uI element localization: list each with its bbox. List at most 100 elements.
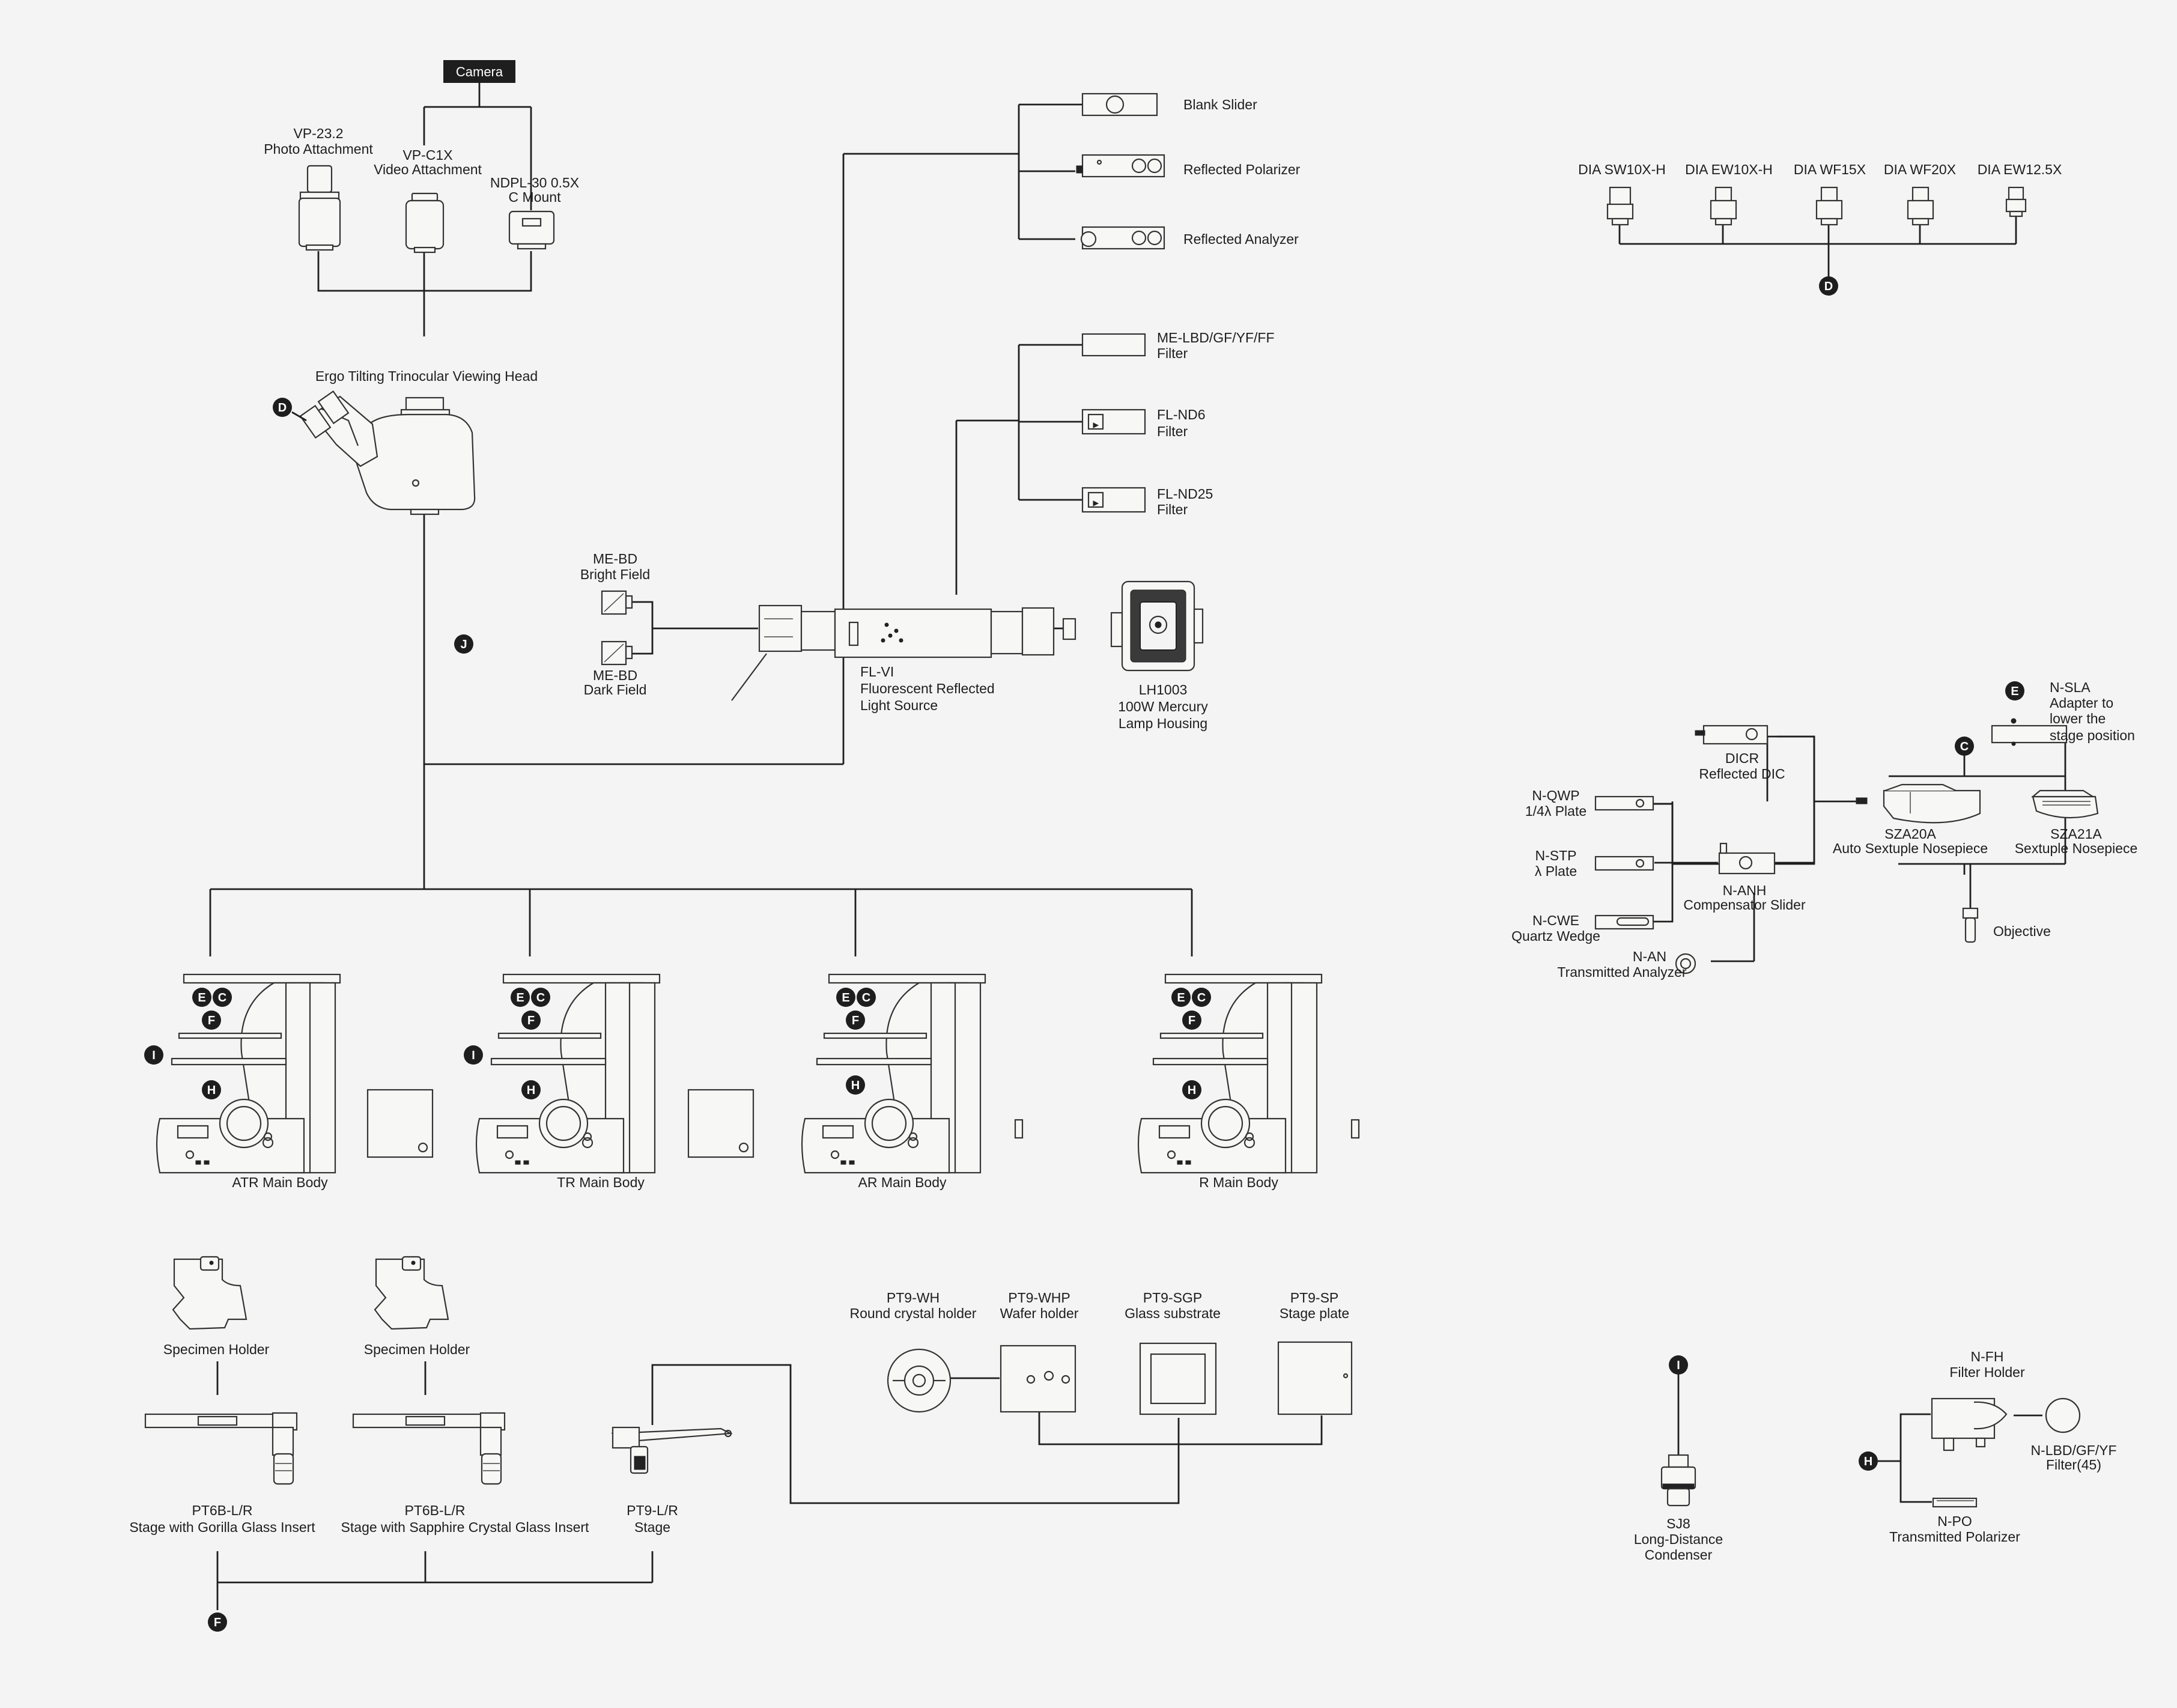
n-sla-desc-2: lower the xyxy=(2050,711,2106,726)
c-mount: NDPL-30 0.5X C Mount xyxy=(490,175,579,250)
pt6b-sapphire-model: PT6B-L/R xyxy=(405,1503,466,1518)
n-stp-model: N-STP xyxy=(1535,848,1577,863)
video-attachment-model: VP-C1X xyxy=(402,147,452,163)
reflected-analyzer-label: Reflected Analyzer xyxy=(1183,231,1299,247)
marker-f-r: F xyxy=(1182,1011,1201,1030)
lamp-housing-model: LH1003 xyxy=(1139,682,1188,697)
bright-field-name: Bright Field xyxy=(580,567,650,582)
svg-text:C: C xyxy=(862,991,870,1004)
pt9-stage-model: PT9-L/R xyxy=(627,1503,678,1518)
dicr-name: Reflected DIC xyxy=(1699,766,1785,782)
n-sla-model: N-SLA xyxy=(2050,679,2090,695)
eyepiece-wf20x: DIA WF20X xyxy=(1884,162,1956,226)
n-cwe-model: N-CWE xyxy=(1532,913,1579,928)
connector-lines xyxy=(209,82,2066,1610)
filter-holder-name: Filter Holder xyxy=(1949,1364,2025,1380)
sza20a-name: Auto Sextuple Nosepiece xyxy=(1833,840,1988,856)
camera-label: Camera xyxy=(456,64,503,79)
pt9-whp-model: PT9-WHP xyxy=(1008,1290,1070,1305)
pt6b-sapphire-name: Stage with Sapphire Crystal Glass Insert xyxy=(341,1519,590,1535)
svg-text:D: D xyxy=(278,401,287,415)
reflected-polarizer-label: Reflected Polarizer xyxy=(1183,162,1301,177)
camera-node: Camera xyxy=(443,60,515,83)
eyepiece-label: DIA WF20X xyxy=(1884,162,1956,177)
eyepiece-label: DIA EW10X-H xyxy=(1685,162,1773,177)
main-body-atr: ATR Main Body xyxy=(156,973,434,1190)
svg-text:C: C xyxy=(1197,991,1206,1004)
photo-attachment-name: Photo Attachment xyxy=(264,141,373,157)
eyepiece-label: DIA WF15X xyxy=(1794,162,1866,177)
me-lbd-filter-name: Filter xyxy=(1157,345,1188,361)
marker-d-head: D xyxy=(273,398,292,417)
svg-text:F: F xyxy=(527,1014,535,1027)
lamp-housing-power: 100W Mercury xyxy=(1118,699,1208,714)
main-body-label: R Main Body xyxy=(1199,1175,1278,1190)
pt9-sp-name: Stage plate xyxy=(1280,1305,1349,1321)
marker-e-sla: E xyxy=(2005,681,2024,701)
dark-field-model: ME-BD xyxy=(593,667,637,683)
pt9-stage-name: Stage xyxy=(634,1519,670,1535)
n-an-name: Transmitted Analyzer xyxy=(1557,964,1687,980)
marker-c-r: C xyxy=(1192,988,1211,1007)
eyepiece-wf15x: DIA WF15X xyxy=(1794,162,1866,226)
svg-text:F: F xyxy=(214,1616,221,1629)
marker-f-atr: F xyxy=(202,1011,221,1030)
c-mount-name: C Mount xyxy=(509,189,562,205)
svg-text:F: F xyxy=(1188,1014,1195,1027)
eyepiece-ew12-5x: DIA EW12.5X xyxy=(1978,162,2062,217)
marker-c-atr: C xyxy=(213,988,232,1007)
eyepiece-row: DIA SW10X-H DIA EW10X-H DIA WF15X DIA WF… xyxy=(1578,162,2062,226)
pt9-stage: PT9-L/R Stage xyxy=(611,1426,733,1535)
sza20a-model: SZA20A xyxy=(1884,826,1936,842)
reflected-analyzer: Reflected Analyzer xyxy=(1080,226,1299,250)
n-sla-desc-3: stage position xyxy=(2050,728,2135,743)
light-source-type: Light Source xyxy=(860,697,938,713)
marker-e-tr: E xyxy=(511,988,530,1007)
eyepiece-ew10x: DIA EW10X-H xyxy=(1685,162,1773,226)
objective-label: Objective xyxy=(1993,923,2051,939)
main-body-label: TR Main Body xyxy=(557,1175,645,1190)
dark-field-name: Dark Field xyxy=(584,682,647,697)
c-mount-model: NDPL-30 0.5X xyxy=(490,175,579,190)
lamp-housing: LH1003 100W Mercury Lamp Housing xyxy=(1062,580,1208,731)
pt9-sp-model: PT9-SP xyxy=(1290,1290,1339,1305)
n-anh-compensator: N-ANH Compensator Slider xyxy=(1683,842,1806,913)
svg-text:I: I xyxy=(472,1049,475,1062)
pt9-wh-holder: PT9-WH Round crystal holder xyxy=(850,1290,977,1413)
n-lbd-filter45: N-LBD/GF/YF Filter(45) xyxy=(2030,1397,2117,1472)
marker-f-stages: F xyxy=(208,1612,227,1632)
pt9-sgp-model: PT9-SGP xyxy=(1143,1290,1202,1305)
marker-i-condenser: I xyxy=(1669,1355,1688,1375)
n-an-model: N-AN xyxy=(1633,949,1666,964)
bright-field-cube: ME-BD Bright Field xyxy=(580,551,650,615)
pt6b-gorilla-model: PT6B-L/R xyxy=(192,1503,253,1518)
sza21a-nosepiece: SZA21A Sextuple Nosepiece xyxy=(2015,789,2137,856)
fl-nd6-filter: FL-ND6 Filter xyxy=(1081,407,1206,439)
svg-text:H: H xyxy=(207,1084,216,1097)
svg-text:E: E xyxy=(1177,991,1185,1004)
reference-markers: D J D E C E C F I H E C F I H E C F H E … xyxy=(144,276,2024,1632)
svg-text:I: I xyxy=(1677,1359,1680,1372)
dicr-slider: DICR Reflected DIC xyxy=(1695,725,1785,782)
condenser-type: Long-Distance xyxy=(1634,1531,1723,1547)
specimen-holder-2: Specimen Holder xyxy=(364,1256,470,1357)
specimen-holder-label: Specimen Holder xyxy=(163,1342,270,1357)
marker-h-filter: H xyxy=(1859,1451,1878,1471)
fl-nd25-filter-model: FL-ND25 xyxy=(1157,486,1213,502)
svg-text:H: H xyxy=(1864,1455,1872,1468)
main-body-tr: TR Main Body xyxy=(475,973,755,1190)
photo-attachment: VP-23.2 Photo Attachment xyxy=(264,126,373,251)
sza21a-model: SZA21A xyxy=(2050,826,2102,842)
main-body-ar: AR Main Body xyxy=(801,973,1024,1190)
marker-h-atr: H xyxy=(202,1080,221,1099)
marker-h-tr: H xyxy=(521,1080,541,1099)
marker-f-ar: F xyxy=(846,1011,865,1030)
pt9-sgp-substrate: PT9-SGP Glass substrate xyxy=(1125,1290,1221,1415)
marker-e-r: E xyxy=(1171,988,1191,1007)
marker-f-tr: F xyxy=(521,1011,541,1030)
n-qwp-model: N-QWP xyxy=(1532,788,1579,803)
n-stp-plate: N-STP λ Plate xyxy=(1535,848,1654,879)
n-sla-adapter: N-SLA Adapter to lower the stage positio… xyxy=(1991,679,2135,746)
